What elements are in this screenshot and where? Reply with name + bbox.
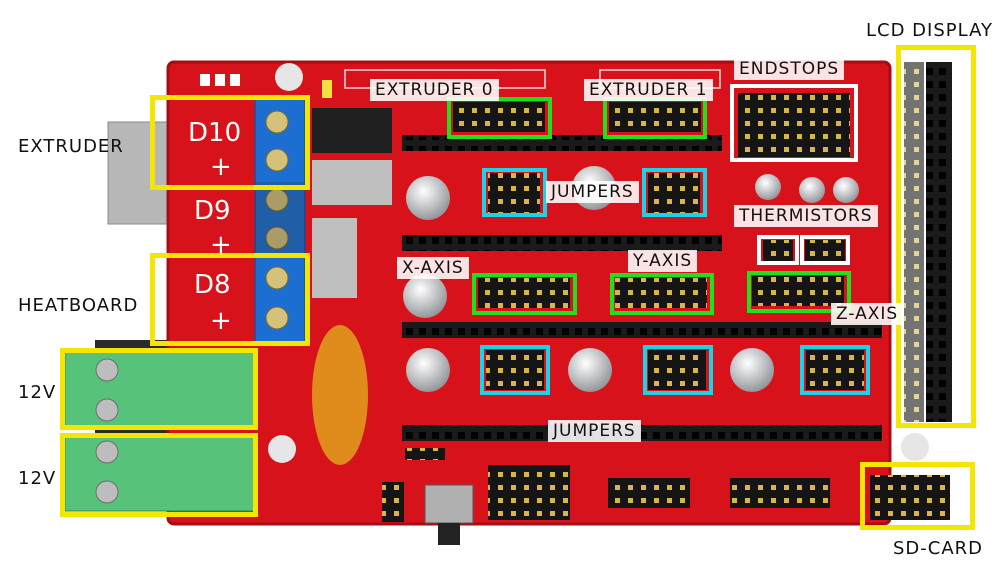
thermistors-label: THERMISTORS — [734, 205, 878, 227]
z-axis-label: Z-AXIS — [831, 303, 904, 325]
jumpers-top-label: JUMPERS — [546, 181, 639, 203]
x-axis-label: X-AXIS — [397, 257, 469, 279]
heatboard-label: HEATBOARD — [18, 295, 139, 316]
extruder0-label: EXTRUDER 0 — [370, 79, 499, 101]
mosfet — [312, 108, 392, 153]
silkscreen-d10: D10 — [188, 118, 242, 148]
jumper-callout-box — [480, 345, 550, 395]
endstops-callout-box — [730, 84, 858, 162]
driver-socket — [402, 425, 882, 441]
extruder1-label: EXTRUDER 1 — [584, 79, 713, 101]
sd-card-label: SD-CARD — [893, 538, 984, 559]
thermistor-callout-box — [800, 235, 850, 265]
lcd-header — [926, 62, 952, 422]
silkscreen-d9: D9 — [194, 196, 231, 226]
jumper-callout-box — [642, 168, 707, 217]
extruder0-callout-box — [447, 97, 552, 139]
silkscreen-plus: + — [210, 230, 232, 260]
sd-card-callout-box — [860, 462, 975, 530]
thermistor-callout-box — [757, 235, 799, 265]
power-12v-bottom-callout-box — [60, 433, 258, 517]
polyfuse — [312, 325, 368, 465]
jumper-callout-box — [800, 345, 870, 395]
power-12v-top-callout-box — [60, 348, 258, 430]
mounting-hole — [901, 433, 929, 461]
jumper-callout-box — [643, 345, 713, 395]
reset-button — [424, 484, 474, 524]
silkscreen-plus: + — [210, 306, 232, 336]
driver-socket — [402, 235, 722, 251]
driver-socket — [402, 135, 722, 151]
jumper-callout-box — [482, 168, 547, 217]
driver-socket — [402, 322, 882, 338]
z-axis-callout-box — [747, 271, 851, 313]
endstops-label: ENDSTOPS — [734, 58, 845, 80]
power-12v-top-label: 12V — [18, 382, 57, 403]
y-axis-label: Y-AXIS — [628, 250, 698, 272]
x-axis-callout-box — [472, 273, 577, 315]
mounting-hole — [275, 63, 303, 91]
usb-connector — [107, 121, 171, 225]
silkscreen-plus: + — [210, 152, 232, 182]
lcd-display-label: LCD DISPLAY — [866, 20, 993, 41]
lcd-display-callout-box — [896, 45, 976, 428]
jumpers-bottom-label: JUMPERS — [548, 420, 641, 442]
power-12v-bottom-label: 12V — [18, 468, 57, 489]
heatboard-callout-box — [150, 253, 310, 346]
extruder-label: EXTRUDER — [18, 136, 124, 157]
silkscreen-d8: D8 — [194, 270, 231, 300]
y-axis-callout-box — [610, 273, 714, 315]
extruder1-callout-box — [603, 97, 707, 139]
mounting-hole — [268, 435, 296, 463]
extruder-callout-box — [150, 95, 310, 190]
